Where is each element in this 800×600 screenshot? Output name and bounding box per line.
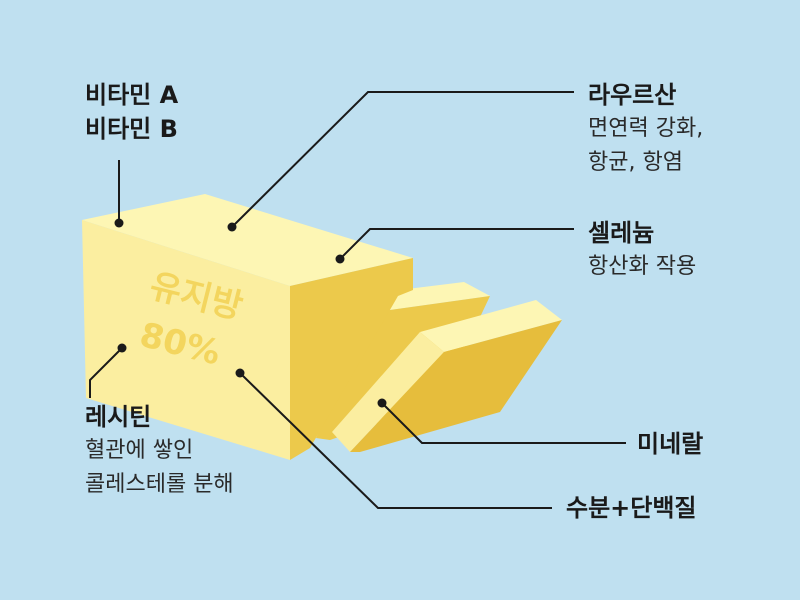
label-water-protein: 수분+단백질 — [566, 491, 697, 525]
water-protein-title: 수분+단백질 — [566, 491, 697, 525]
dot-minerals — [378, 399, 387, 408]
dot-lauric — [228, 223, 237, 232]
dot-selenium — [336, 255, 345, 264]
label-vitamins: 비타민 A 비타민 B — [85, 78, 178, 146]
dot-lecithin — [118, 344, 127, 353]
lecithin-desc-1: 혈관에 쌓인 — [85, 434, 234, 468]
lauric-acid-title: 라우르산 — [588, 78, 703, 112]
vitamin-b: 비타민 B — [85, 112, 178, 146]
selenium-title: 셀레늄 — [588, 216, 696, 250]
lauric-acid-desc-2: 항균, 항염 — [588, 146, 703, 180]
label-lauric-acid: 라우르산 면연력 강화, 항균, 항염 — [588, 78, 703, 180]
lecithin-desc-2: 콜레스테롤 분해 — [85, 468, 234, 502]
lecithin-title: 레시틴 — [85, 400, 234, 434]
dot-water-protein — [236, 369, 245, 378]
label-lecithin: 레시틴 혈관에 쌓인 콜레스테롤 분해 — [85, 400, 234, 502]
leader-lauric — [232, 92, 574, 227]
minerals-title: 미네랄 — [637, 427, 703, 461]
selenium-desc: 항산화 작용 — [588, 250, 696, 284]
vitamin-a: 비타민 A — [85, 78, 178, 112]
dot-vitamins — [115, 219, 124, 228]
lauric-acid-desc-1: 면연력 강화, — [588, 112, 703, 146]
label-selenium: 셀레늄 항산화 작용 — [588, 216, 696, 284]
label-minerals: 미네랄 — [637, 427, 703, 461]
